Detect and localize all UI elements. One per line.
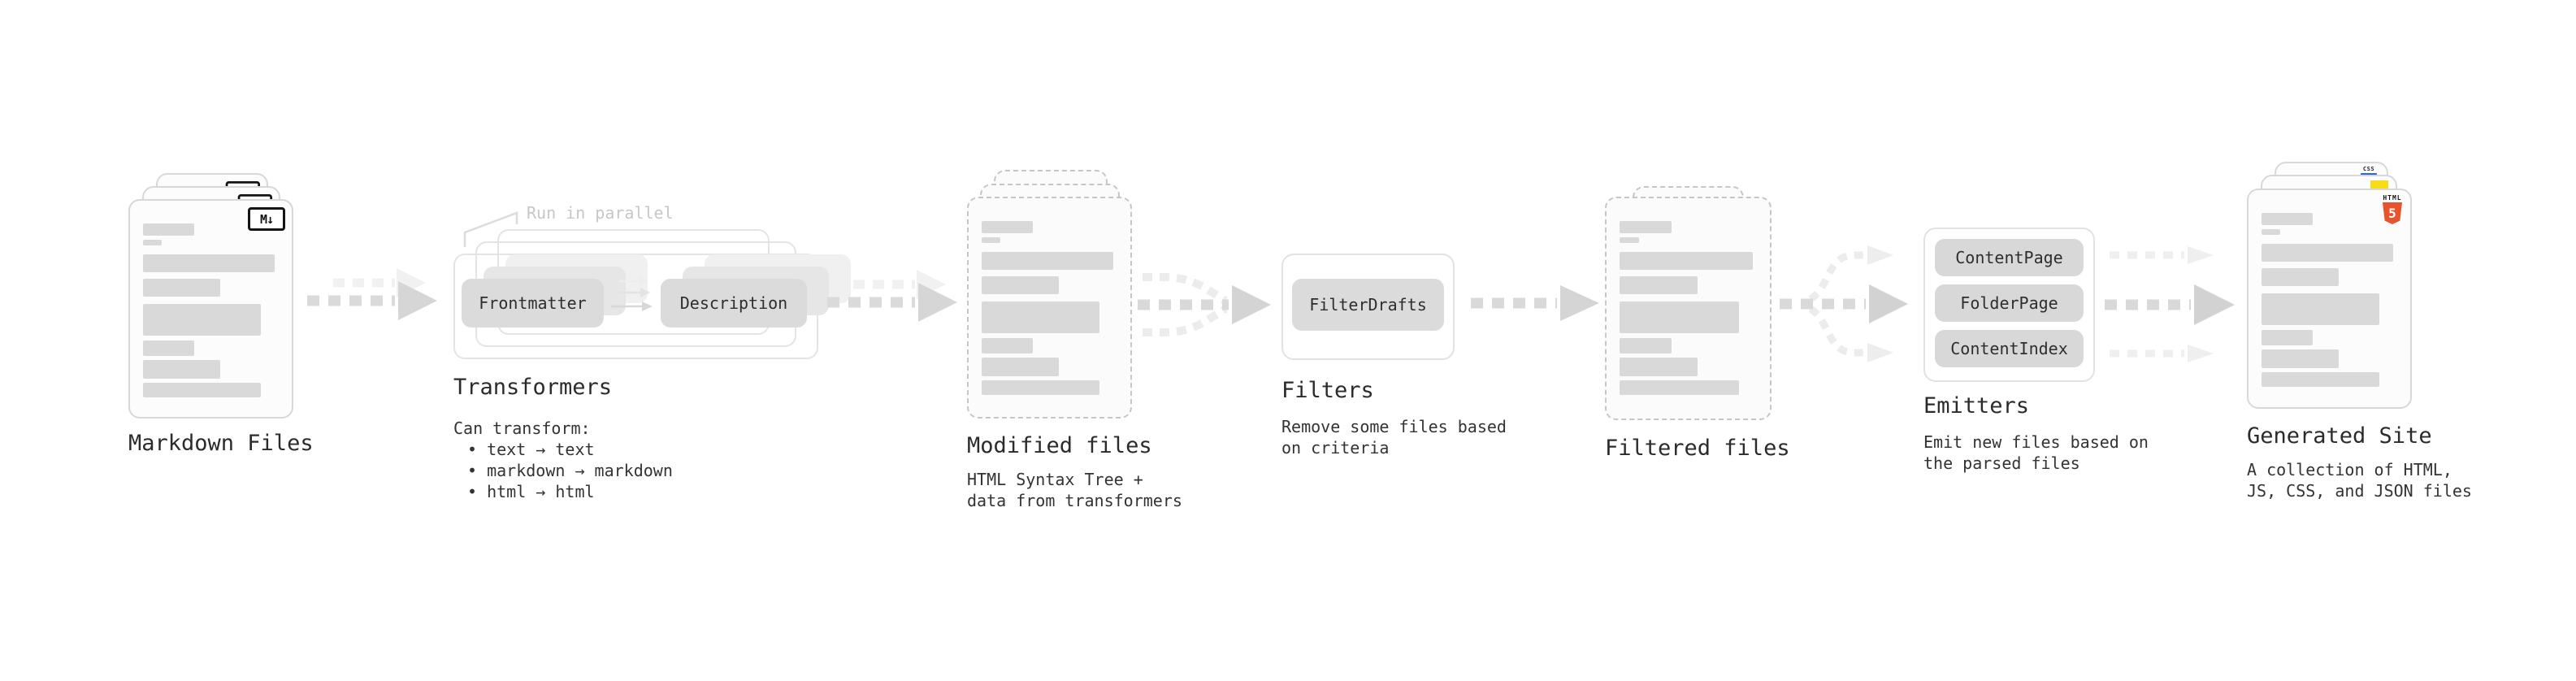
document-placeholder-lines: [130, 201, 292, 397]
placeholder-bar: [143, 254, 275, 272]
arrow-filters-to-filtered: [1471, 285, 1599, 321]
generated-site-label: Generated Site: [2247, 423, 2432, 449]
placeholder-bar: [143, 304, 262, 336]
placeholder-bar: [1620, 358, 1698, 376]
placeholder-bar: [2262, 213, 2314, 225]
parallel-arrows-icon: [611, 276, 653, 311]
placeholder-bar: [1620, 301, 1740, 333]
placeholder-bar: [2262, 229, 2281, 235]
placeholder-bar: [982, 380, 1100, 395]
placeholder-bar: [2262, 349, 2340, 368]
modified-files-desc-line: data from transformers: [967, 491, 1182, 510]
markdown-files-stack: M↓ M↓ M↓: [128, 173, 323, 433]
run-in-parallel-annotation: Run in parallel: [527, 203, 674, 223]
placeholder-bar: [2262, 293, 2380, 325]
html5-icon-title: HTML: [2383, 194, 2402, 202]
arrow-emitters-to-generated: [2105, 246, 2235, 362]
transformers-label: Transformers: [453, 375, 613, 400]
modified-files-stack: [967, 170, 1162, 430]
filtered-files-stack: [1605, 186, 1800, 430]
filters-description: Remove some files based on criteria: [1281, 416, 1507, 458]
filtered-files-label: Filtered files: [1605, 436, 1790, 461]
modified-files-description: HTML Syntax Tree + data from transformer…: [967, 469, 1182, 511]
css-icon-text: CSS: [2362, 166, 2375, 172]
placeholder-bar: [1620, 221, 1672, 233]
placeholder-bar: [982, 301, 1100, 333]
filter-filterdrafts: FilterDrafts: [1292, 279, 1444, 331]
placeholder-bar: [2262, 330, 2314, 345]
html5-icon-number: 5: [2388, 205, 2396, 221]
html5-icon-shield: 5: [2383, 202, 2402, 224]
filters-label: Filters: [1281, 378, 1374, 403]
placeholder-bar: [2262, 372, 2380, 387]
modified-files-label: Modified files: [967, 433, 1152, 458]
placeholder-bar: [982, 237, 1001, 243]
arrow-modified-to-filters: [1138, 273, 1271, 336]
arrow-filtered-to-emitters: [1780, 245, 1908, 362]
placeholder-bar: [1620, 237, 1639, 243]
generated-site-desc-line: JS, CSS, and JSON files: [2247, 481, 2472, 501]
placeholder-bar: [143, 279, 221, 297]
modified-file-doc-front: [967, 197, 1132, 419]
placeholder-bar: [982, 252, 1113, 270]
placeholder-bar: [982, 338, 1034, 354]
transformer-description: Description: [661, 279, 807, 327]
filters-desc-line: Remove some files based: [1281, 417, 1507, 436]
emitters-desc-line: the parsed files: [1923, 453, 2080, 473]
placeholder-bar: [2262, 244, 2393, 262]
arrow-transformers-to-modified: [827, 270, 957, 322]
placeholder-bar: [2262, 268, 2340, 286]
generated-html-doc: HTML 5: [2247, 189, 2412, 409]
transformers-bullet: • text → text: [467, 440, 595, 459]
emitters-description: Emit new files based on the parsed files: [1923, 432, 2149, 474]
generated-site-description: A collection of HTML, JS, CSS, and JSON …: [2247, 459, 2472, 501]
transformers-bullet: • markdown → markdown: [467, 461, 673, 480]
placeholder-bar: [1620, 276, 1698, 294]
placeholder-bar: [143, 240, 163, 245]
js-icon: [2370, 180, 2388, 191]
emitter-contentpage: ContentPage: [1935, 239, 2084, 276]
emitters-desc-line: Emit new files based on: [1923, 432, 2149, 452]
filters-desc-line: on criteria: [1281, 438, 1390, 458]
document-placeholder-lines: [2249, 190, 2410, 387]
placeholder-bar: [143, 223, 195, 236]
callout-line: [463, 211, 518, 247]
filtered-file-doc-front: [1605, 197, 1772, 420]
placeholder-bar: [982, 221, 1034, 233]
markdown-files-label: Markdown Files: [128, 431, 314, 456]
html5-icon: HTML 5: [2382, 194, 2403, 224]
transformers-description: Can transform: • text → text • markdown …: [453, 418, 673, 502]
generated-site-desc-line: A collection of HTML,: [2247, 460, 2452, 479]
emitter-contentindex: ContentIndex: [1935, 330, 2084, 367]
placeholder-bar: [143, 360, 221, 379]
filters-panel: FilterDrafts: [1281, 254, 1455, 360]
markdown-file-doc-front: M↓: [128, 199, 293, 419]
placeholder-bar: [1620, 380, 1740, 395]
arrow-markdown-to-transformers: [307, 268, 437, 320]
transformers-desc-title: Can transform:: [453, 419, 591, 438]
document-placeholder-lines: [1607, 198, 1770, 395]
markdown-icon: M↓: [248, 207, 285, 231]
placeholder-bar: [143, 383, 262, 397]
transformer-frontmatter: Frontmatter: [462, 279, 604, 327]
placeholder-bar: [982, 358, 1060, 376]
emitter-folderpage: FolderPage: [1935, 284, 2084, 322]
placeholder-bar: [143, 340, 195, 356]
generated-site-stack: CSS HTML 5: [2247, 162, 2442, 422]
modified-files-desc-line: HTML Syntax Tree +: [967, 470, 1143, 489]
document-placeholder-lines: [969, 198, 1130, 395]
placeholder-bar: [1620, 252, 1753, 270]
emitters-panel: ContentPage FolderPage ContentIndex: [1923, 228, 2095, 382]
transformers-bullet: • html → html: [467, 482, 595, 501]
placeholder-bar: [982, 276, 1060, 294]
emitters-label: Emitters: [1923, 393, 2030, 419]
placeholder-bar: [1620, 338, 1672, 354]
